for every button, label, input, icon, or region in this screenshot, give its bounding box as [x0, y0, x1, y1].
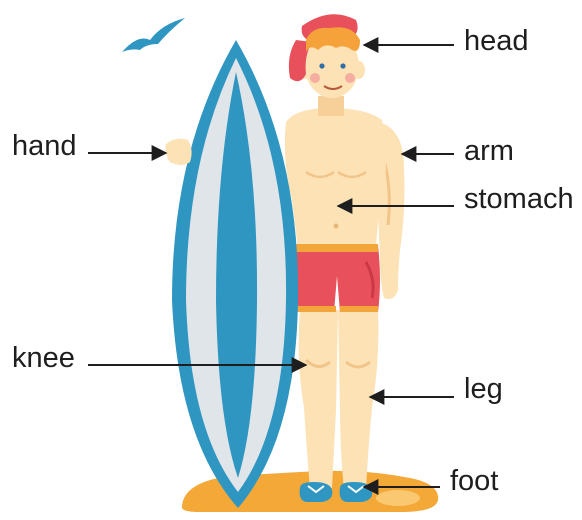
label-knee: knee: [12, 344, 75, 373]
sand-highlight: [376, 490, 420, 506]
surfer-torso: [285, 108, 386, 252]
surfer-hand-left: [166, 139, 192, 165]
label-leg: leg: [464, 375, 503, 404]
surfer-leg-right: [338, 310, 378, 490]
seagull-icon: [122, 18, 185, 52]
surfer-neck: [318, 96, 344, 116]
shorts-waistband: [296, 244, 378, 252]
surfboard: [172, 40, 298, 508]
label-stomach: stomach: [464, 185, 574, 214]
surfer-leg-left: [299, 310, 338, 490]
label-hand: hand: [12, 132, 77, 161]
label-foot: foot: [450, 467, 498, 496]
label-head: head: [464, 27, 529, 56]
label-arm: arm: [464, 137, 514, 166]
surfer-figure: [285, 14, 405, 502]
surfer-shorts: [294, 246, 380, 312]
